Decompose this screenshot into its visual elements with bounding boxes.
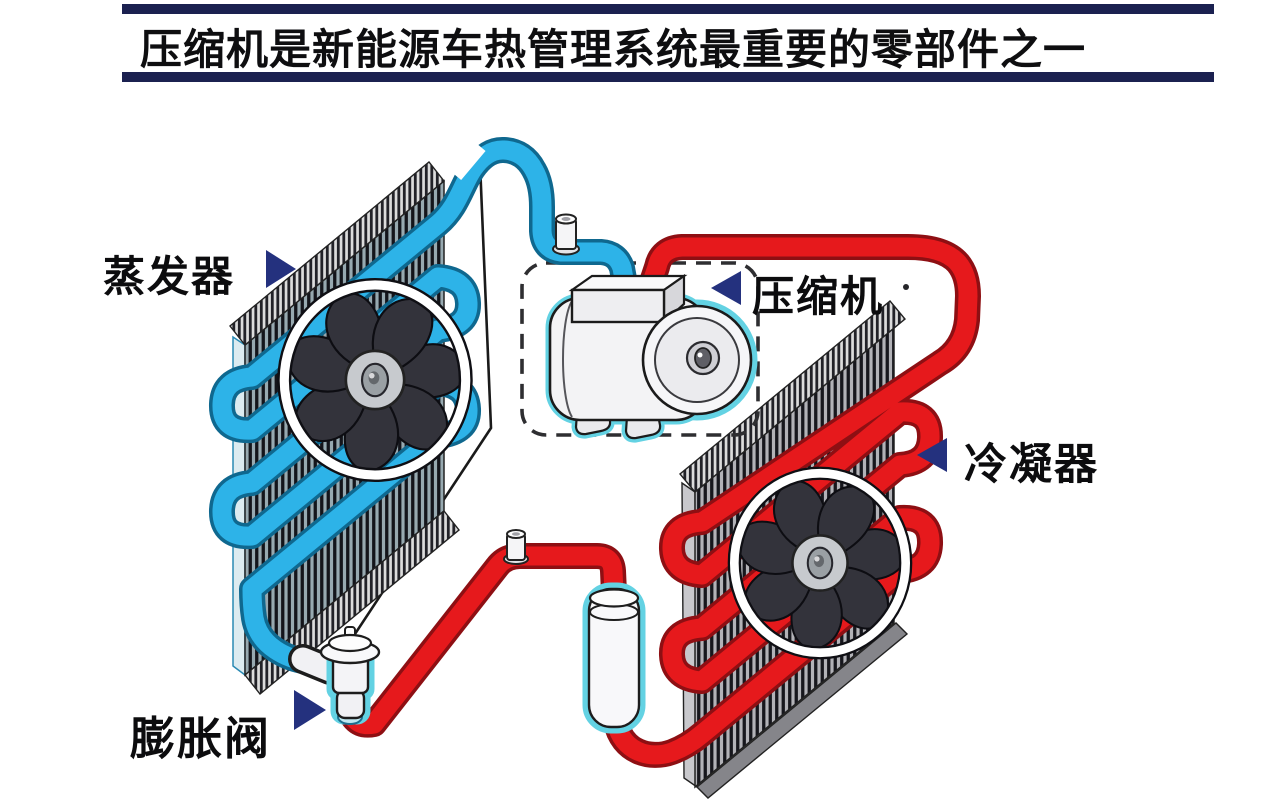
condenser-fan — [728, 473, 905, 654]
expansion-valve-label: 膨胀阀 — [130, 713, 272, 764]
liquid-line-fitting — [503, 529, 529, 565]
pipe-highlight-notch — [451, 142, 486, 181]
suction-service-fitting — [552, 213, 580, 256]
evaporator-label: 蒸发器 — [103, 253, 236, 300]
compressor-label: 压缩机 — [752, 273, 885, 320]
triangle-left-icon — [917, 438, 947, 472]
title-rule-bottom — [122, 72, 1214, 82]
title-rule-top — [122, 4, 1214, 14]
evaporator-fin-ridge — [229, 161, 445, 346]
compressor-unit — [545, 273, 758, 443]
ink-dot — [903, 284, 909, 290]
compressor-head — [570, 288, 666, 324]
page-title: 压缩机是新能源车热管理系统最重要的零部件之一 — [140, 26, 1087, 73]
valve-inlet-fitting — [291, 647, 342, 682]
condenser-label: 冷凝器 — [964, 441, 1099, 489]
condenser-fin-ridge — [679, 300, 906, 493]
evaporator-fan — [278, 285, 466, 476]
triangle-left-icon — [711, 271, 741, 305]
triangle-right-icon — [266, 250, 296, 288]
receiver-drier — [582, 582, 646, 734]
condenser-fin-bottom — [695, 622, 909, 799]
expansion-valve — [288, 626, 381, 725]
triangle-right-icon — [294, 690, 326, 730]
